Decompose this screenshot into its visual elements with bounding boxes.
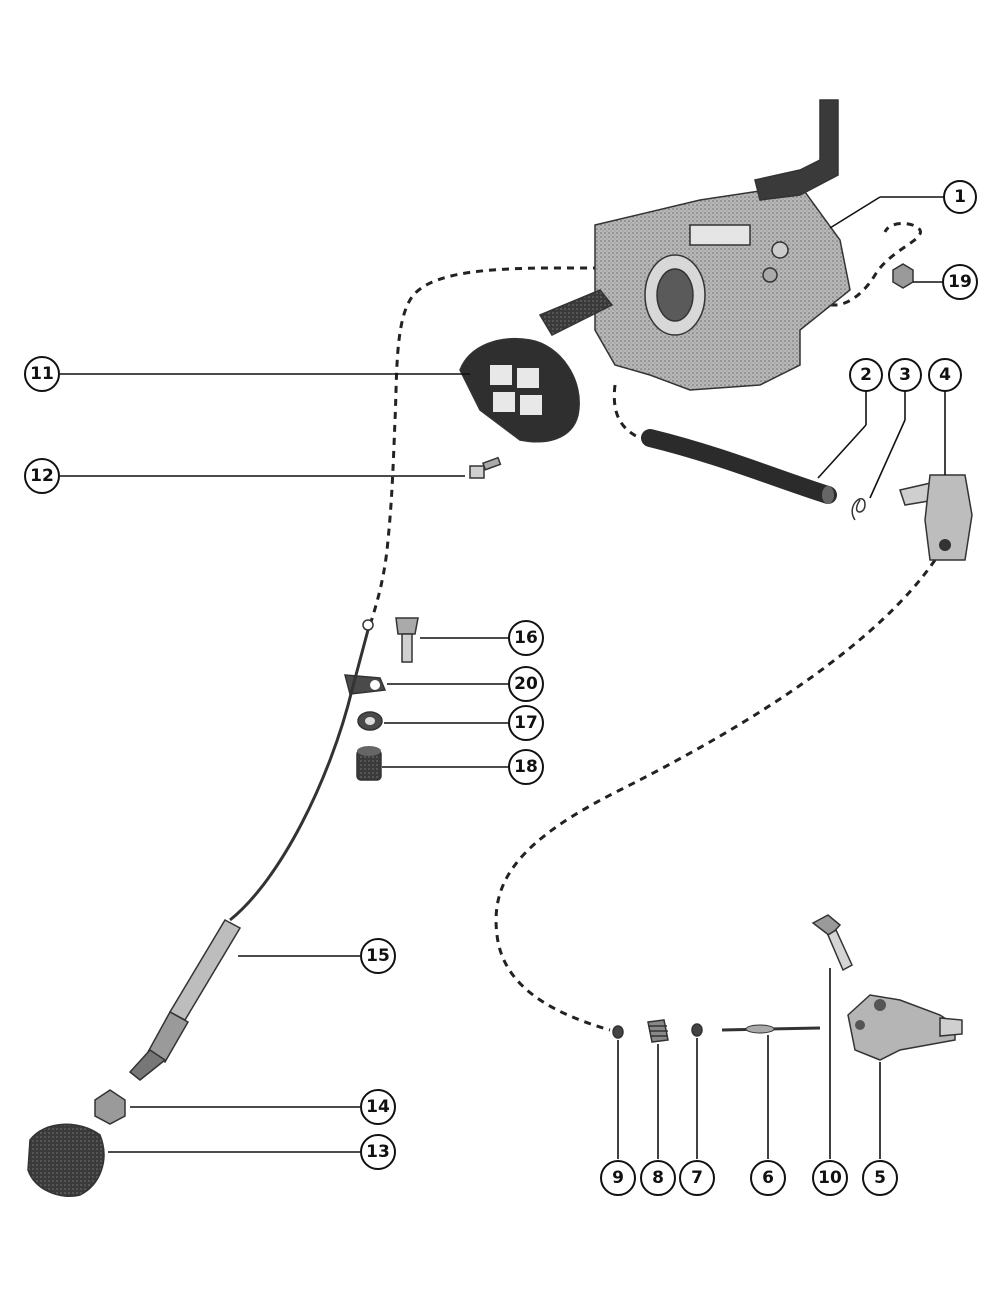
svg-text:19: 19 [948,272,972,292]
fuel-elbow-dashed-path [494,559,937,1032]
callout-1: 1 [943,180,977,214]
svg-text:8: 8 [652,1168,664,1188]
callout-14: 14 [360,1089,396,1125]
svg-text:4: 4 [939,365,951,385]
svg-text:16: 16 [514,628,538,648]
svg-text:12: 12 [30,466,54,486]
fuel-line-dashed-path [612,384,641,440]
choke-cable-dashed-path [368,266,601,626]
svg-text:20: 20 [514,674,538,694]
needle-6-part [721,1024,821,1034]
bolt-10-part [811,914,853,972]
svg-text:1: 1 [954,187,966,207]
washer-17-part [357,711,383,731]
callout-7: 7 [679,1160,715,1196]
callout-12: 12 [24,458,60,494]
svg-text:18: 18 [514,757,538,777]
screen-11-part [459,338,580,443]
callout-13: 13 [360,1134,396,1170]
svg-text:10: 10 [818,1168,842,1188]
callout-15: 15 [360,938,396,974]
leader-2-diag [817,424,867,479]
callout-16: 16 [508,620,544,656]
svg-text:5: 5 [874,1168,886,1188]
svg-text:2: 2 [860,365,872,385]
screw-12-part [469,456,502,479]
elbow-fitting-4-part [899,474,973,561]
callout-8: 8 [640,1160,676,1196]
knob-13-part [27,1123,105,1197]
leader-3-diag [869,419,906,499]
nut-14-part [94,1089,126,1125]
leader-1 [829,196,881,229]
callout-11: 11 [24,356,60,392]
svg-text:11: 11 [30,364,54,384]
clamp-3-part [851,498,866,521]
svg-text:9: 9 [612,1168,624,1188]
bolt-16-part [395,617,419,663]
callout-10: 10 [812,1160,848,1196]
nut-19-part [892,263,914,289]
callout-4: 4 [928,358,962,392]
callout-3: 3 [888,358,922,392]
oring-7-part [691,1023,703,1037]
oring-9-part [612,1025,624,1039]
svg-text:13: 13 [366,1142,390,1162]
valve-body-5-part [847,994,963,1061]
callout-5: 5 [862,1160,898,1196]
svg-text:6: 6 [762,1168,774,1188]
fuel-hose-2-part [641,429,837,504]
svg-text:3: 3 [899,365,911,385]
callout-6: 6 [750,1160,786,1196]
svg-text:14: 14 [366,1097,390,1117]
svg-text:17: 17 [514,713,538,733]
carburetor-part [538,99,851,391]
spring-8-part [647,1019,669,1043]
callout-2: 2 [849,358,883,392]
callout-19: 19 [942,264,978,300]
choke-cable-15-part [128,619,374,1081]
svg-text:7: 7 [691,1168,703,1188]
callout-20: 20 [508,666,544,702]
callout-17: 17 [508,705,544,741]
callout-9: 9 [600,1160,636,1196]
nut-19-dashed-path [808,222,922,307]
svg-text:15: 15 [366,946,390,966]
bushing-18-part [356,746,382,781]
callout-18: 18 [508,749,544,785]
